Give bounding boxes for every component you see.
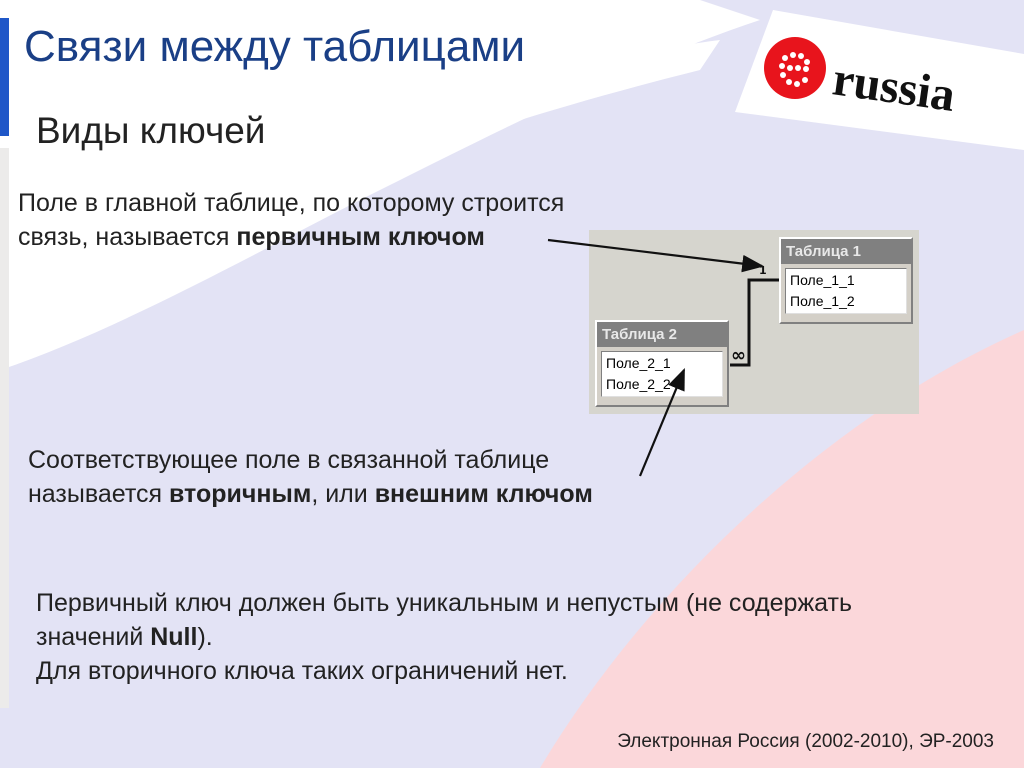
table1-field-1[interactable]: Поле_1_1: [790, 272, 855, 288]
table1-title[interactable]: Таблица 1: [781, 239, 911, 264]
table1-field-2[interactable]: Поле_1_2: [790, 293, 855, 309]
note-line3: Для вторичного ключа таких ограничений н…: [36, 657, 568, 685]
one-side-label: 1: [759, 264, 767, 277]
foreign-key-term: внешним ключом: [374, 480, 593, 508]
primary-def-line1: Поле в главной таблице, по которому стро…: [18, 189, 565, 217]
slide-subtitle: Виды ключей: [36, 110, 266, 151]
table1-window[interactable]: Таблица 1 Поле_1_1 Поле_1_2: [779, 237, 913, 324]
secondary-def-line2-mid: , или: [311, 480, 375, 508]
table2-field-1[interactable]: Поле_2_1: [606, 355, 671, 371]
table2-title[interactable]: Таблица 2: [597, 322, 727, 347]
slide-footer: Электронная Россия (2002-2010), ЭР-2003: [617, 731, 994, 752]
e-russia-logo-icon: russia: [735, 10, 1024, 150]
left-accent-bar-bottom: [0, 148, 9, 708]
null-term: Null: [150, 623, 198, 651]
left-accent-bar-top: [0, 18, 9, 136]
many-side-label: ∞: [731, 345, 746, 366]
table2-field-list: Поле_2_1 Поле_2_2: [601, 351, 723, 397]
slide-title: Связи между таблицами: [24, 22, 526, 71]
relationship-diagram: 1 ∞ Таблица 1 Поле_1_1 Поле_1_2 Таблица …: [589, 230, 919, 414]
primary-key-term: первичным ключом: [236, 223, 485, 251]
table2-window[interactable]: Таблица 2 Поле_2_1 Поле_2_2: [595, 320, 729, 407]
primary-key-definition: Поле в главной таблице, по которому стро…: [18, 186, 668, 254]
note-line2-prefix: значений: [36, 623, 151, 651]
primary-def-line2: связь, называется: [18, 223, 237, 251]
secondary-def-line2-prefix: называется: [28, 480, 169, 508]
key-constraints-note: Первичный ключ должен быть уникальным и …: [36, 586, 996, 688]
secondary-def-line1: Соответствующее поле в связанной таблице: [28, 446, 550, 474]
note-line1: Первичный ключ должен быть уникальным и …: [36, 589, 853, 617]
table1-field-list: Поле_1_1 Поле_1_2: [785, 268, 907, 314]
note-line2-suffix: ).: [197, 623, 213, 651]
relationship-line: [730, 278, 779, 367]
secondary-key-term: вторичным: [169, 480, 312, 508]
table2-field-2[interactable]: Поле_2_2: [606, 376, 671, 392]
foreign-key-definition: Соответствующее поле в связанной таблице…: [28, 443, 728, 511]
